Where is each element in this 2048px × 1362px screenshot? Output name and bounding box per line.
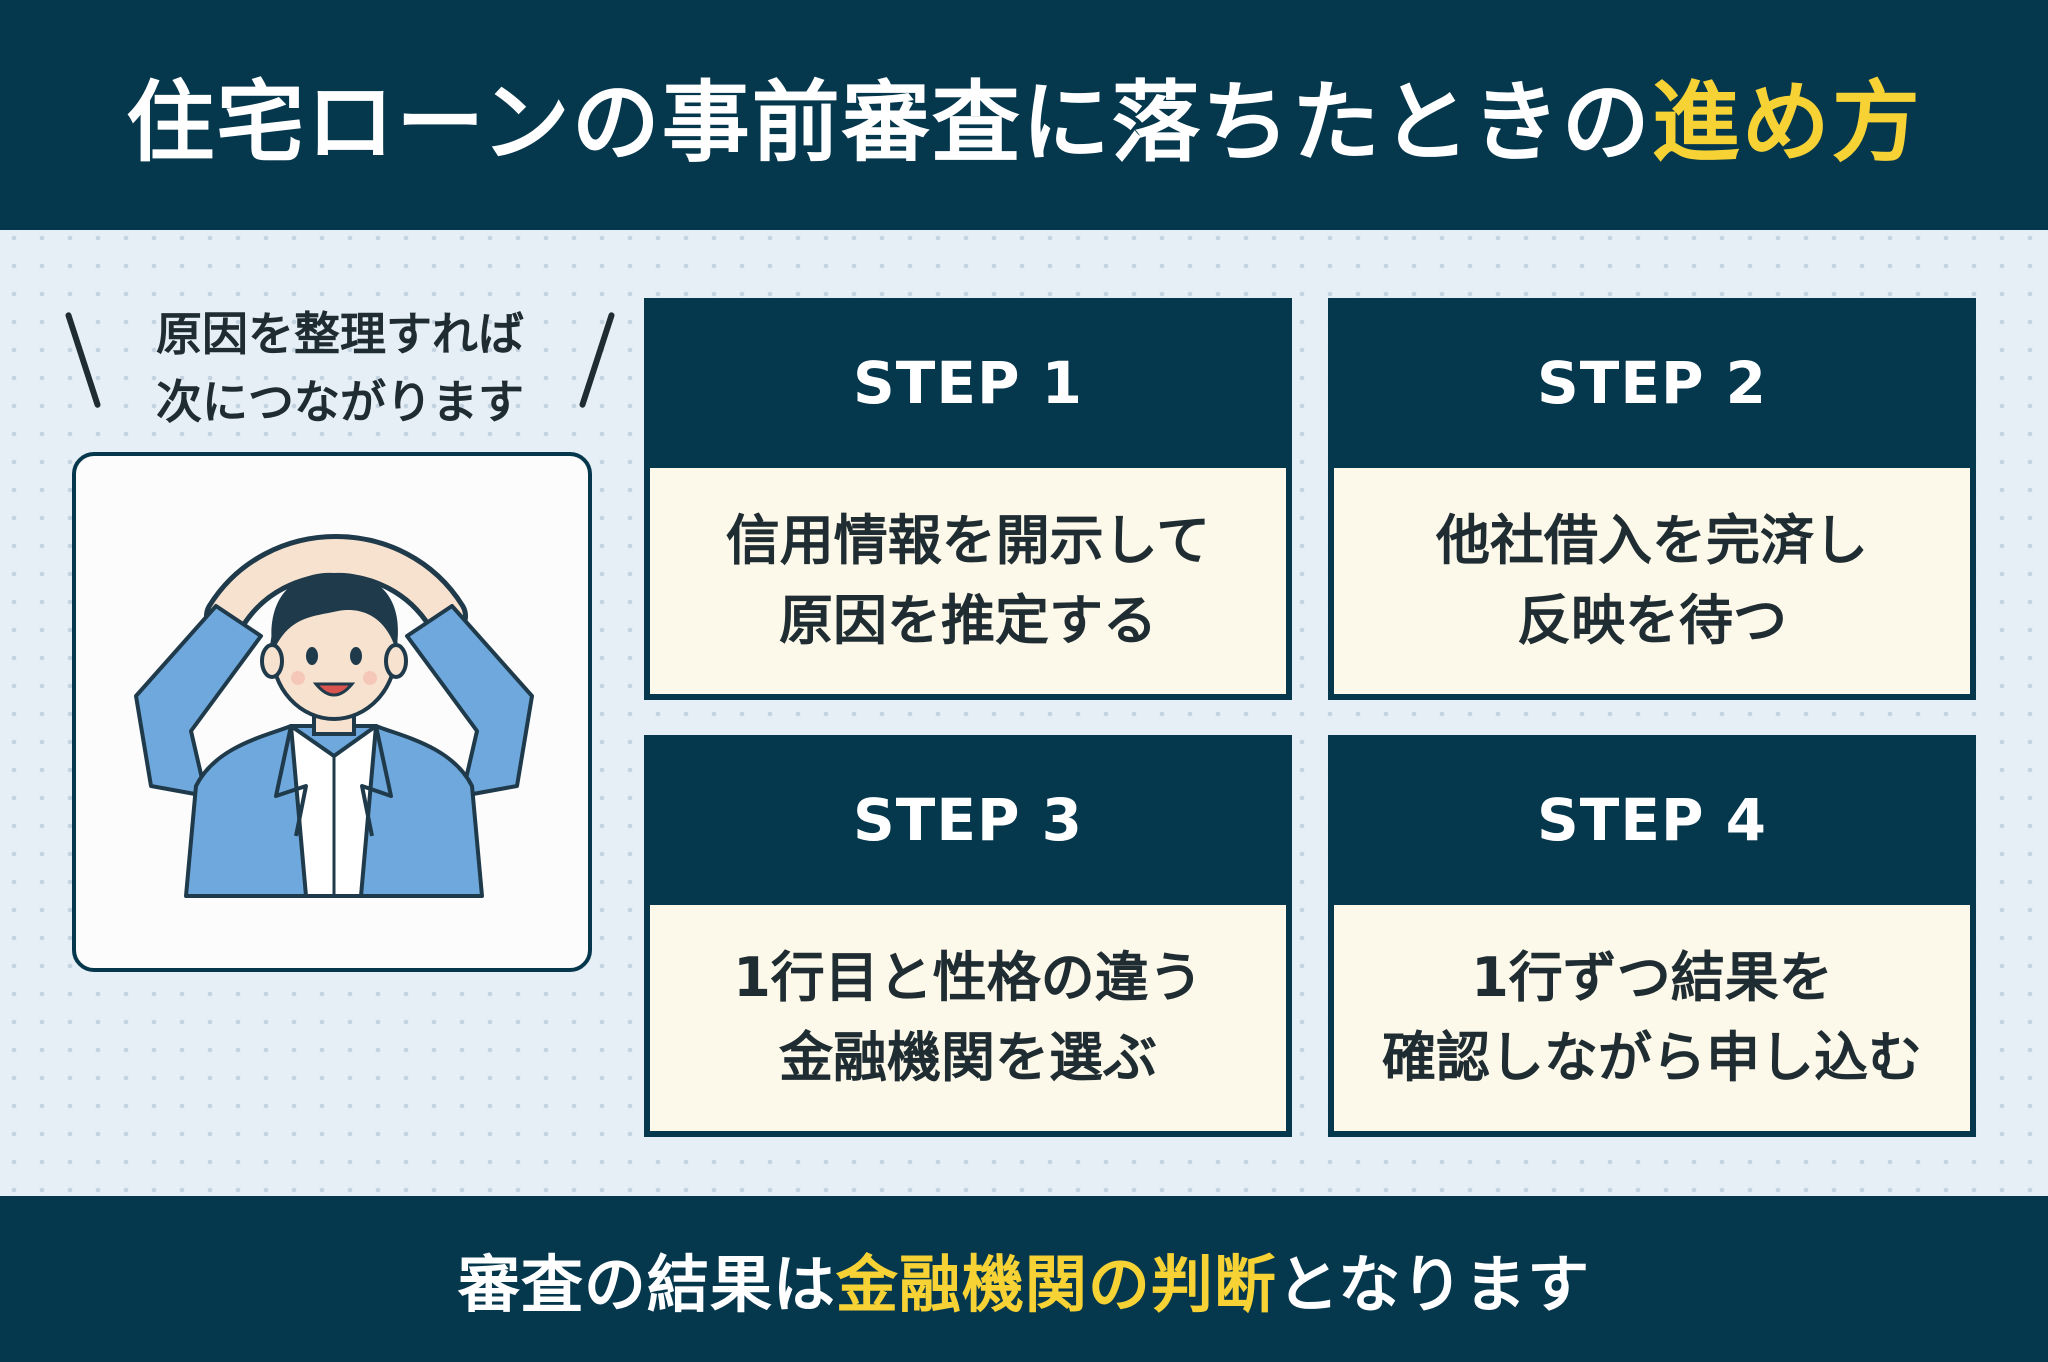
step-body: 1行ずつ結果を 確認しながら申し込む — [1334, 905, 1970, 1131]
step-body: 1行目と性格の違う 金融機関を選ぶ — [650, 905, 1286, 1131]
step-text-line-1: 1行目と性格の違う — [733, 946, 1203, 1009]
step-title: STEP 1 — [852, 349, 1083, 417]
step-text-line-1: 信用情報を開示して — [725, 509, 1211, 572]
step-card-1: STEP 1 信用情報を開示して 原因を推定する — [644, 298, 1292, 700]
step-text-line-1: 1行ずつ結果を — [1471, 946, 1833, 1009]
step-title: STEP 3 — [852, 786, 1083, 854]
step-card-3: STEP 3 1行目と性格の違う 金融機関を選ぶ — [644, 735, 1292, 1137]
step-body: 他社借入を完済し 反映を待つ — [1334, 468, 1970, 694]
step-body: 信用情報を開示して 原因を推定する — [650, 468, 1286, 694]
header-banner: 住宅ローンの事前審査に落ちたときの進め方 — [0, 0, 2048, 230]
step-title: STEP 4 — [1536, 786, 1767, 854]
step-text-line-2: 反映を待つ — [1517, 589, 1787, 652]
businessman-arms-circle-icon — [134, 534, 534, 898]
speech-text: 原因を整理すれば 次につながります — [60, 300, 620, 436]
footer-text-after: となります — [1276, 1248, 1591, 1321]
page-title-highlight: 進め方 — [1651, 70, 1922, 174]
footer-message: 審査の結果は金融機関の判断となります — [458, 1234, 1590, 1324]
step-text-line-2: 原因を推定する — [779, 589, 1157, 652]
step-title: STEP 2 — [1536, 349, 1767, 417]
speech-line-1: 原因を整理すれば — [156, 307, 524, 361]
step-text-line-2: 金融機関を選ぶ — [779, 1026, 1157, 1089]
page-title-main: 住宅ローンの事前審査に落ちたときの — [126, 70, 1652, 174]
speech-bubble: 原因を整理すれば 次につながります — [60, 300, 620, 429]
footer-banner: 審査の結果は金融機関の判断となります — [0, 1196, 2048, 1362]
step-text-line-2: 確認しながら申し込む — [1382, 1026, 1922, 1089]
step-text-line-1: 他社借入を完済し — [1436, 509, 1868, 572]
footer-text-highlight: 金融機関の判断 — [835, 1248, 1277, 1321]
page-title: 住宅ローンの事前審査に落ちたときの進め方 — [126, 52, 1922, 179]
footer-text-before: 審査の結果は — [457, 1248, 836, 1321]
speech-line-2: 次につながります — [156, 375, 524, 429]
illustration-card — [72, 452, 592, 972]
step-card-2: STEP 2 他社借入を完済し 反映を待つ — [1328, 298, 1976, 700]
step-card-4: STEP 4 1行ずつ結果を 確認しながら申し込む — [1328, 735, 1976, 1137]
